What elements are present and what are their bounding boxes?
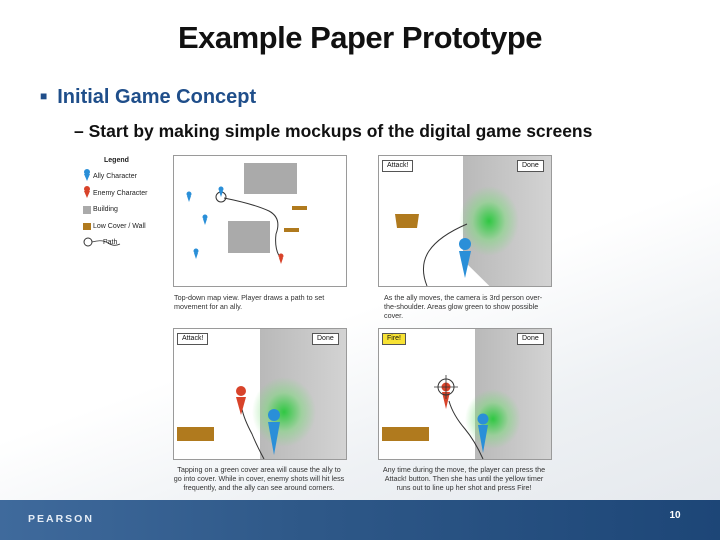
ally-character-icon — [186, 191, 192, 202]
cover-view-panel: Attack! Done — [173, 328, 347, 460]
pearson-logo: PEARSON — [28, 513, 94, 525]
drawn-path — [448, 400, 484, 459]
attack-button[interactable]: Attack! — [177, 333, 209, 345]
ally-character-icon — [193, 248, 199, 259]
enemy-character-icon — [278, 253, 284, 264]
drawn-path — [223, 197, 283, 261]
legend-item-enemy: Enemy Character — [93, 190, 148, 197]
map-view-caption: Top-down map view. Player draws a path t… — [174, 293, 325, 311]
cover-bottom — [284, 228, 299, 232]
cover-block — [395, 214, 419, 228]
fire-view-panel: Fire! Done — [378, 328, 552, 460]
legend-item-ally: Ally Character — [93, 173, 137, 180]
attack-button[interactable]: Attack! — [382, 160, 414, 172]
ally-character-icon — [268, 409, 280, 455]
fire-view-caption: Any time during the move, the player can… — [382, 465, 546, 492]
drawn-path — [241, 408, 265, 459]
map-drawing — [186, 163, 307, 264]
slide-title: Example Paper Prototype — [177, 20, 543, 55]
move-view-caption: As the ally moves, the camera is 3rd per… — [384, 293, 543, 320]
done-button[interactable]: Done — [312, 333, 339, 345]
building-top — [244, 163, 297, 194]
path-icon — [83, 237, 121, 247]
ally-character-icon — [202, 214, 208, 225]
cover-glow — [465, 389, 521, 449]
legend-heading: Legend — [104, 157, 129, 164]
map-view-panel — [173, 155, 347, 287]
crosshair-icon — [434, 375, 458, 399]
cover-block — [177, 427, 214, 441]
drawn-path — [423, 223, 468, 286]
cover-view-caption: Tapping on a green cover area will cause… — [173, 465, 345, 492]
cover-scene — [177, 386, 280, 459]
legend-symbols — [83, 169, 121, 247]
square-bullet-icon: ■ — [40, 89, 48, 103]
page-number: 10 — [669, 510, 681, 521]
move-scene — [395, 214, 471, 286]
enemy-character-icon — [84, 186, 90, 198]
building-icon — [83, 206, 91, 214]
done-button[interactable]: Done — [517, 333, 544, 345]
ally-character-icon — [459, 238, 471, 278]
fire-scene — [382, 375, 489, 459]
legend-item-building: Building — [93, 206, 118, 213]
low-cover-icon — [83, 223, 91, 230]
done-button[interactable]: Done — [517, 160, 544, 172]
ally-character-icon — [477, 413, 489, 453]
footer-bar — [0, 500, 720, 540]
legend-item-path: Path — [103, 239, 118, 246]
cover-glow — [252, 377, 316, 447]
bullet-level-1-text: Initial Game Concept — [57, 86, 257, 108]
ally-character-icon — [218, 186, 224, 197]
legend-item-low-cover: Low Cover / Wall — [93, 223, 146, 230]
enemy-character-icon — [236, 386, 246, 415]
bullet-level-1: ■ Initial Game Concept — [40, 86, 256, 109]
cover-block — [382, 427, 429, 441]
bullet-level-2: – Start by making simple mockups of the … — [74, 121, 593, 141]
cover-top — [292, 206, 307, 210]
fire-button[interactable]: Fire! — [382, 333, 406, 345]
move-view-panel: Attack! Done — [378, 155, 552, 287]
ally-character-icon — [84, 169, 90, 181]
building-bottom — [228, 221, 270, 253]
